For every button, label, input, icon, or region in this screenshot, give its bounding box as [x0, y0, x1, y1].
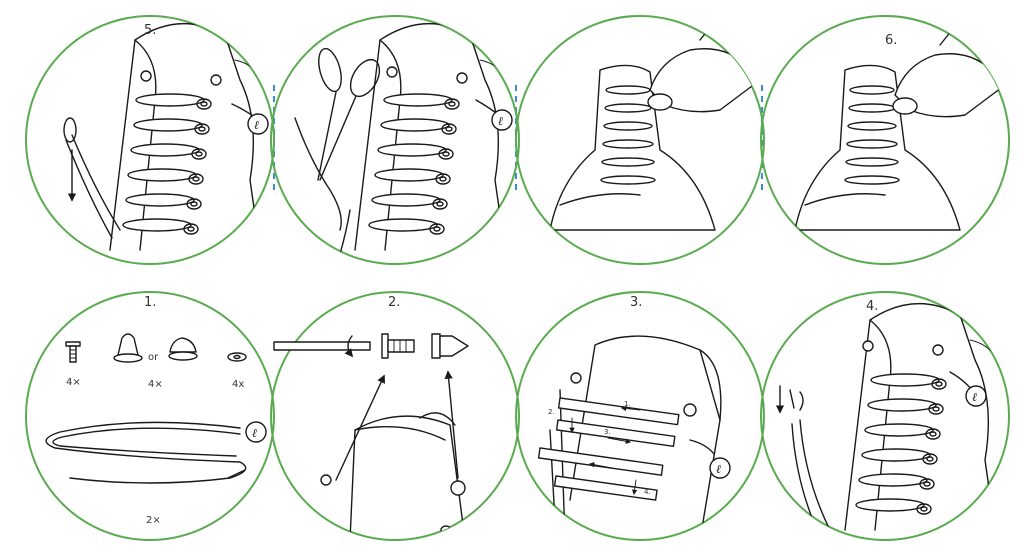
- or-label: or: [148, 352, 159, 363]
- lace-tag-icon: [245, 421, 267, 443]
- lace-tag-icon: [247, 113, 269, 135]
- lace-icon: [45, 421, 247, 484]
- stud-icon: [168, 337, 198, 361]
- qty-lace: 2×: [146, 515, 161, 526]
- step-2-label: 2.: [388, 295, 400, 310]
- arrow-icon: [631, 479, 638, 496]
- step-3-label: 3.: [630, 295, 642, 310]
- step-2-panel: 2.: [270, 291, 520, 541]
- hand-icon: [647, 16, 761, 113]
- step-3-panel: 3. 1. 2. 3. 4.: [515, 291, 765, 541]
- step-1-panel: 1. 4× or 4× 4x 2×: [25, 291, 275, 541]
- washer-icon: [227, 352, 247, 362]
- stud-icon: [431, 333, 469, 359]
- arrow-icon: [335, 374, 385, 481]
- qty-stud: 4×: [148, 379, 163, 390]
- arrow-icon: [444, 370, 459, 479]
- lace-tag-icon: [965, 385, 987, 407]
- stud-icon: [113, 333, 143, 363]
- step-1-label: 1.: [144, 295, 156, 310]
- step-5-panel: 5.: [25, 15, 275, 265]
- screw-icon: [65, 341, 81, 363]
- qty-screw: 4×: [66, 377, 81, 388]
- step-5b-panel: [270, 15, 520, 265]
- sub-step-1: 1.: [624, 400, 631, 408]
- screw-icon: [381, 333, 415, 359]
- step-6-panel: 6.: [760, 15, 1010, 265]
- sub-step-4: 4.: [644, 488, 651, 496]
- step-5c-panel: [515, 15, 765, 265]
- step-6-label: 6.: [885, 33, 897, 48]
- arrow-icon: [588, 462, 613, 469]
- hand-icon: [892, 19, 1006, 118]
- sub-step-2: 2.: [548, 408, 555, 416]
- step-4-label: 4.: [866, 299, 878, 314]
- lace-tag-icon: [709, 457, 731, 479]
- arrow-icon: [344, 335, 354, 358]
- sub-step-3: 3.: [604, 428, 611, 436]
- step-4-panel: 4.: [760, 291, 1010, 541]
- step-5-label: 5.: [144, 23, 156, 38]
- arrow-icon: [607, 437, 632, 444]
- scissors-icon: [317, 47, 381, 181]
- qty-washer: 4x: [232, 379, 244, 390]
- lace-tag-icon: [491, 109, 513, 131]
- arrow-icon: [620, 405, 641, 412]
